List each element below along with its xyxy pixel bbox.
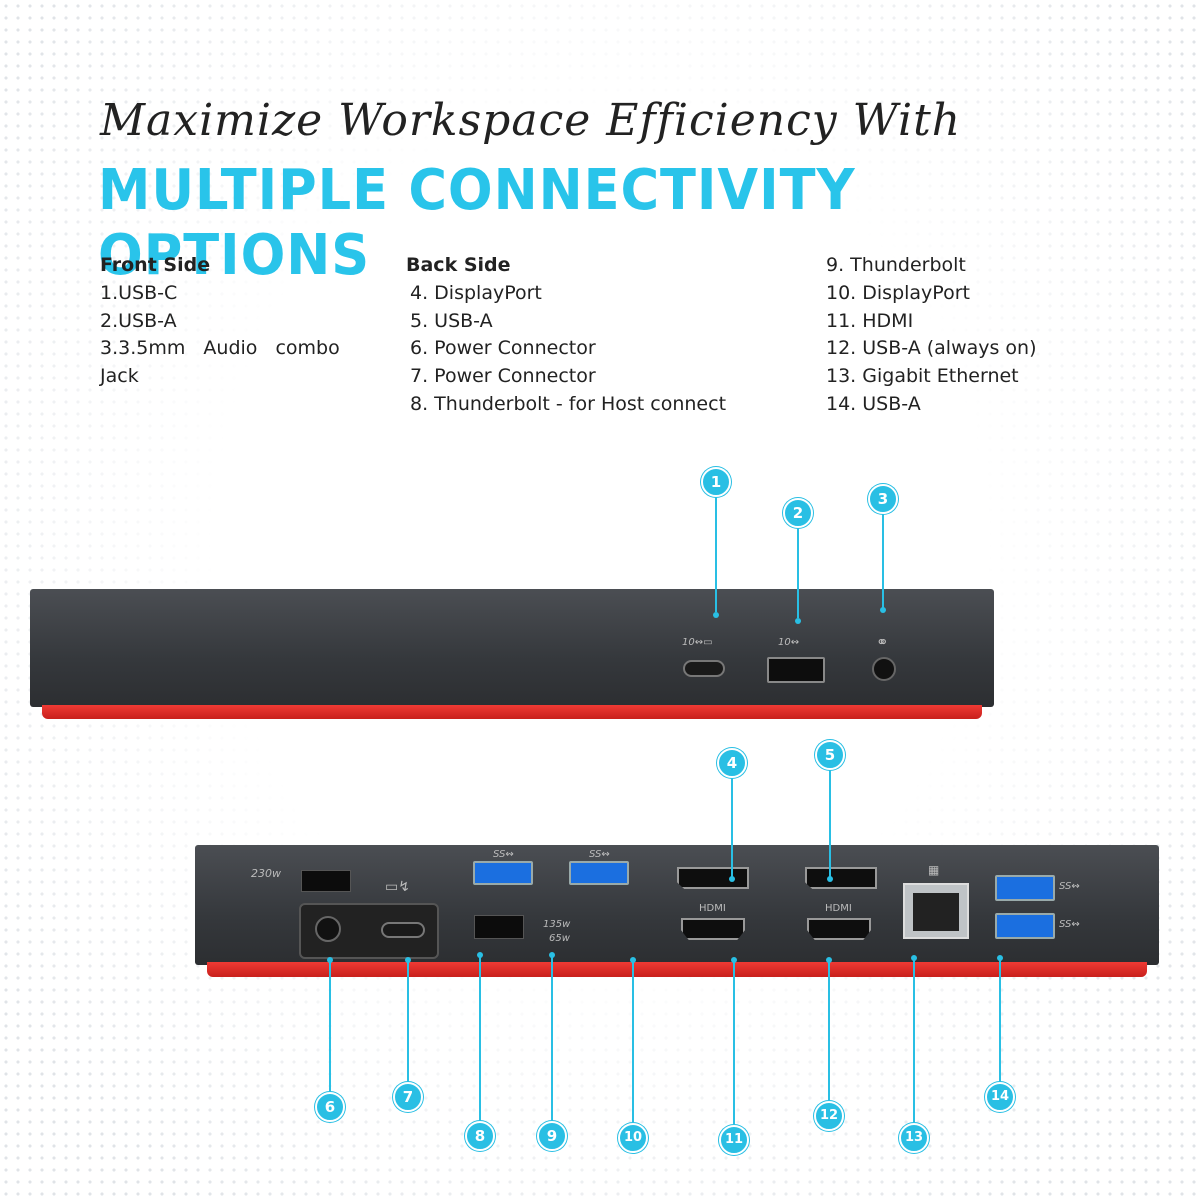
thunderbolt-icon: ▭↯ (385, 879, 410, 895)
callout-dot (880, 607, 886, 613)
callout-line (999, 958, 1001, 1082)
power-barrel-connector (315, 916, 341, 942)
list-item: 13. Gigabit Ethernet (826, 365, 1019, 388)
list-item: 5. USB-A (410, 309, 493, 332)
usbc-port-label: 10↭▭ (682, 637, 713, 648)
list-item: 10. DisplayPort (826, 281, 970, 304)
callout-badge-7: 7 (393, 1082, 423, 1112)
thunderbolt-host-port (381, 922, 425, 938)
dock-base-red (207, 962, 1147, 977)
usb-ss-label: SS↭ (589, 849, 610, 860)
callout-line (797, 525, 799, 618)
list-item: 6. Power Connector (410, 337, 596, 360)
list-item: 14. USB-A (826, 392, 921, 415)
front-side-list: Front Side 1.USB-C 2.USB-A 3.3.5mm Audio… (100, 252, 340, 391)
headphone-icon: ⚭ (876, 633, 889, 651)
callout-badge-8: 8 (465, 1121, 495, 1151)
back-side-title: Back Side (406, 254, 511, 276)
callout-badge-14: 14 (985, 1082, 1015, 1112)
usb-a-port (473, 861, 533, 885)
callout-badge-6: 6 (315, 1092, 345, 1122)
callout-badge-1: 1 (701, 467, 731, 497)
usba-port-label: 10↭ (778, 637, 800, 648)
callout-line (407, 960, 409, 1082)
callout-badge-12: 12 (814, 1101, 844, 1131)
callout-line (731, 775, 733, 879)
callout-badge-3: 3 (868, 484, 898, 514)
power-connector (301, 870, 351, 892)
callout-dot (713, 612, 719, 618)
list-item: 12. USB-A (always on) (826, 337, 1037, 360)
usb-a-port (995, 875, 1055, 901)
list-item: 9. Thunderbolt (826, 254, 966, 276)
ethernet-port (903, 883, 969, 939)
callout-badge-13: 13 (899, 1123, 929, 1153)
callout-line (632, 960, 634, 1123)
usb-a-port (569, 861, 629, 885)
back-side-list: Back Side 4. DisplayPort 5. USB-A 6. Pow… (406, 252, 726, 419)
dock-body (30, 589, 994, 707)
power-135w-label: 135w (543, 919, 571, 930)
dock-front-view: 10↭▭ 10↭ ⚭ (30, 589, 994, 721)
displayport-port (677, 867, 749, 889)
callout-dot (827, 876, 833, 882)
list-item: 3.3.5mm Audio combo Jack (100, 337, 340, 388)
callout-line (479, 955, 481, 1121)
list-item: 7. Power Connector (410, 365, 596, 388)
tagline: Maximize Workspace Efficiency With (100, 95, 962, 146)
callout-badge-4: 4 (717, 748, 747, 778)
callout-line (329, 960, 331, 1092)
list-item: 1.USB-C (100, 281, 178, 304)
callout-badge-10: 10 (618, 1123, 648, 1153)
power-230w-label: 230w (251, 867, 281, 880)
callout-line (829, 767, 831, 879)
callout-badge-5: 5 (815, 740, 845, 770)
hdmi-label: HDMI (825, 903, 852, 914)
list-item: 2.USB-A (100, 309, 177, 332)
usb-a-port (767, 657, 825, 683)
usb-ss-label: SS↭ (1059, 919, 1080, 930)
callout-line (828, 960, 830, 1101)
list-item: 8. Thunderbolt - for Host connect (410, 392, 727, 415)
power-65w-label: 65w (549, 933, 570, 944)
usb-ss-label: SS↭ (1059, 881, 1080, 892)
dock-back-view: 230w ▭↯ SS↭ SS↭ 135w 65w HDMI HDMI ▦ SS↭… (195, 845, 1159, 979)
callout-line (913, 958, 915, 1123)
headline: MULTIPLE CONNECTIVITY OPTIONS (98, 158, 856, 288)
callout-line (882, 511, 884, 611)
audio-jack (872, 657, 896, 681)
callout-badge-11: 11 (719, 1125, 749, 1155)
callout-line (551, 955, 553, 1121)
power-connector (474, 915, 524, 939)
ethernet-icon: ▦ (928, 863, 940, 877)
back-side-list-continued: 9. Thunderbolt 10. DisplayPort 11. HDMI … (826, 252, 1037, 419)
usb-a-port (995, 913, 1055, 939)
list-item: 4. DisplayPort (410, 281, 542, 304)
callout-line (733, 960, 735, 1125)
callout-line (715, 494, 717, 612)
hdmi-port (681, 918, 745, 940)
dock-base-red (42, 705, 982, 719)
hdmi-label: HDMI (699, 903, 726, 914)
hdmi-port (807, 918, 871, 940)
callout-dot (795, 618, 801, 624)
displayport-port (805, 867, 877, 889)
front-side-title: Front Side (100, 254, 211, 276)
usb-ss-label: SS↭ (493, 849, 514, 860)
callout-badge-9: 9 (537, 1121, 567, 1151)
callout-dot (729, 876, 735, 882)
list-item: 11. HDMI (826, 309, 914, 332)
usb-c-port (683, 660, 725, 677)
callout-badge-2: 2 (783, 498, 813, 528)
